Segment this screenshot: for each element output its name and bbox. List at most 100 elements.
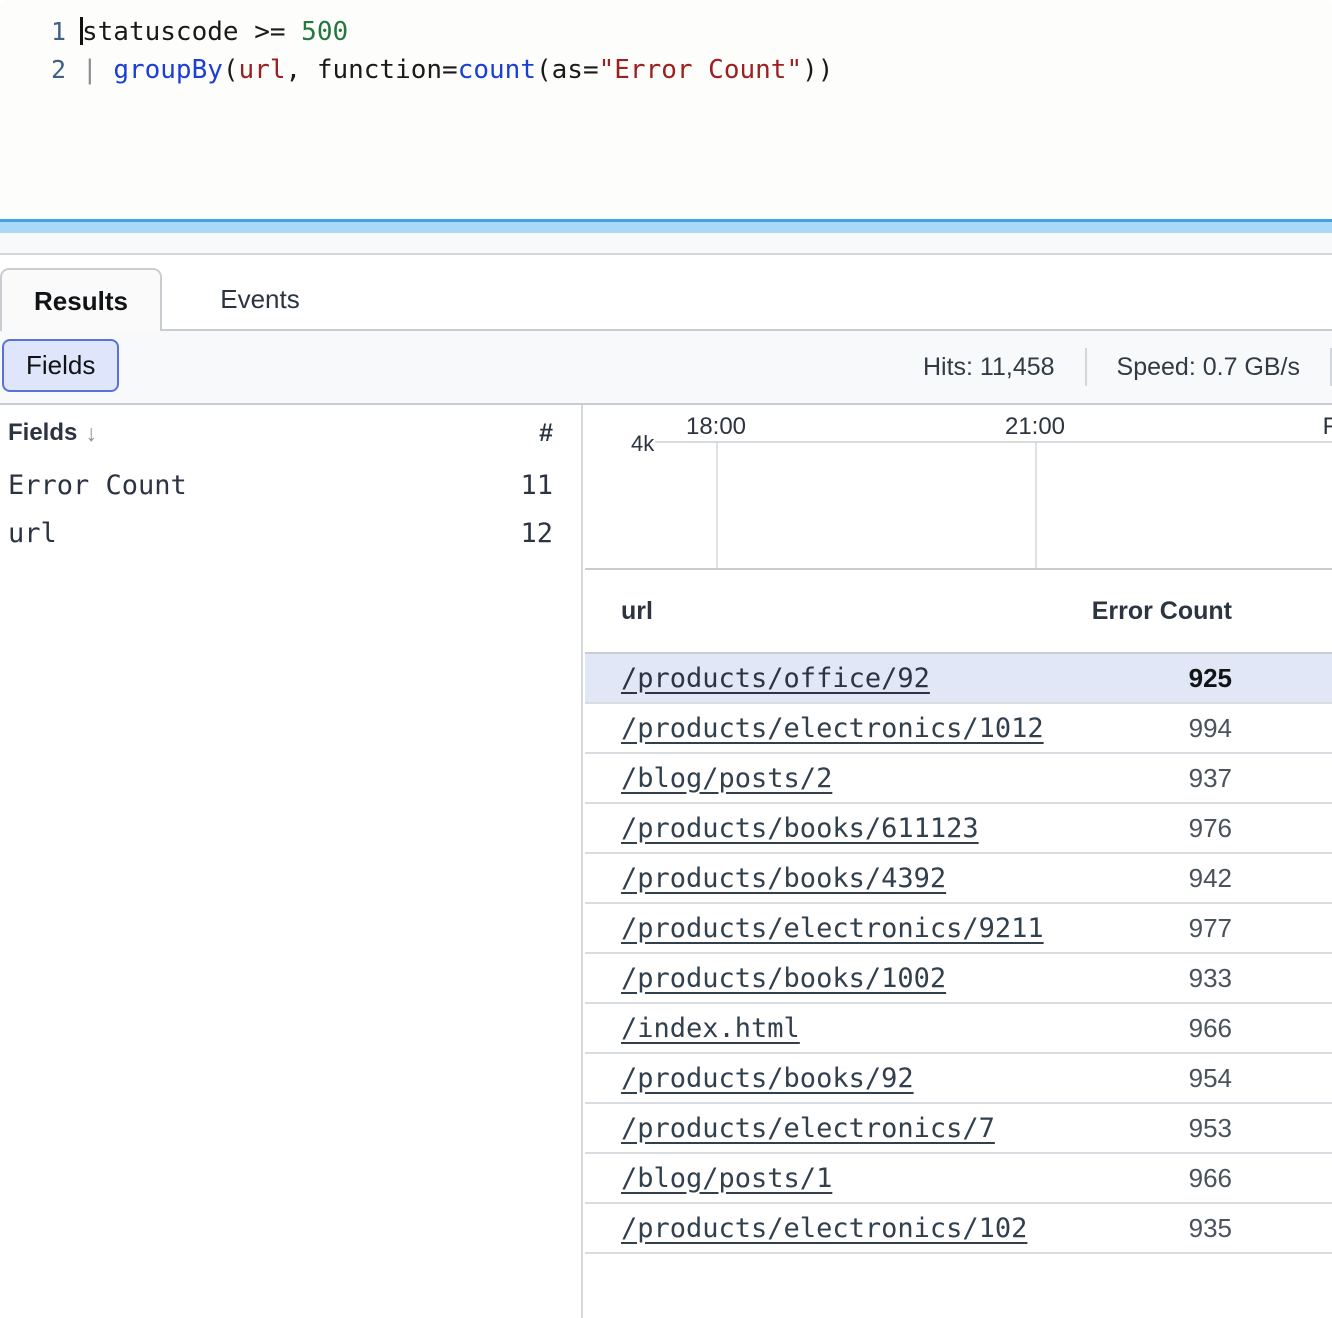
code-token-plain: )) bbox=[802, 55, 834, 85]
table-row[interactable]: /products/electronics/9211 977 bbox=[585, 904, 1332, 954]
field-list-item[interactable]: Error Count 11 bbox=[0, 461, 581, 509]
fields-list: Error Count 11 url 12 bbox=[0, 461, 581, 557]
field-list-item[interactable]: url 12 bbox=[0, 509, 581, 557]
sort-arrow-down-icon[interactable]: ↓ bbox=[85, 419, 97, 446]
query-line-code[interactable]: | groupBy(url, function=count(as="Error … bbox=[82, 52, 833, 89]
results-table: url Error Count /products/office/92 925/p… bbox=[585, 570, 1332, 1254]
results-tabbar: Results Events bbox=[0, 268, 1332, 333]
timeline-chart[interactable]: 4k 18:00 21:00 F bbox=[585, 405, 1332, 570]
chart-x-tick-label: 18:00 bbox=[685, 413, 747, 440]
code-token-plain: ( bbox=[222, 55, 239, 85]
fields-panel-header: Fields ↓ # bbox=[0, 405, 581, 461]
column-header-error-count[interactable]: Error Count bbox=[1091, 596, 1232, 625]
cell-url-link[interactable]: /products/books/4392 bbox=[621, 862, 947, 894]
results-right-panel: 4k 18:00 21:00 F url Error Count /products… bbox=[585, 405, 1332, 1318]
results-table-header: url Error Count bbox=[585, 570, 1332, 654]
query-editor[interactable]: 1 statuscode >= 500 2 | groupBy(url, functi… bbox=[0, 0, 1332, 222]
chart-x-tick-label: F bbox=[1323, 413, 1332, 441]
tab-events-label: Events bbox=[220, 284, 300, 314]
text-cursor-caret bbox=[80, 17, 83, 45]
query-line[interactable]: 1 statuscode >= 500 bbox=[0, 13, 1332, 51]
table-row[interactable]: /blog/posts/1 966 bbox=[585, 1154, 1332, 1204]
fields-header-count-column: # bbox=[539, 418, 553, 447]
stats-divider-2 bbox=[1330, 348, 1332, 386]
cell-error-count: 925 bbox=[1188, 662, 1232, 693]
chart-y-axis-label: 4k bbox=[631, 431, 655, 456]
code-token-plain bbox=[286, 17, 302, 47]
field-count: 11 bbox=[520, 469, 553, 501]
fields-panel: Fields ↓ # Error Count 11 url 12 bbox=[0, 405, 583, 1318]
cell-error-count: 933 bbox=[1188, 962, 1232, 993]
code-token-plain bbox=[239, 17, 255, 47]
editor-focus-glow bbox=[0, 222, 1332, 233]
cell-error-count: 942 bbox=[1188, 862, 1232, 893]
table-row[interactable]: /blog/posts/2 937 bbox=[585, 754, 1332, 804]
cell-error-count: 966 bbox=[1188, 1162, 1232, 1193]
chart-vertical-gridline bbox=[716, 443, 718, 568]
cell-error-count: 966 bbox=[1188, 1012, 1232, 1043]
cell-url-link[interactable]: /products/electronics/1012 bbox=[621, 712, 1044, 744]
fields-toggle-button[interactable]: Fields bbox=[2, 339, 120, 392]
query-stats: Hits: 11,458 Speed: 0.7 GB/s bbox=[893, 331, 1332, 403]
cell-error-count: 937 bbox=[1188, 762, 1232, 793]
code-token-num: 500 bbox=[301, 17, 349, 47]
table-row[interactable]: /products/books/4392 942 bbox=[585, 854, 1332, 904]
chart-horizontal-gridline bbox=[655, 441, 1332, 443]
field-count: 12 bbox=[520, 517, 553, 549]
cell-error-count: 954 bbox=[1188, 1062, 1232, 1093]
tab-results-label: Results bbox=[34, 286, 128, 316]
cell-url-link[interactable]: /products/books/92 bbox=[621, 1062, 914, 1094]
chart-x-tick-label: 21:00 bbox=[1004, 413, 1066, 440]
code-token-pipe: | bbox=[82, 55, 98, 85]
cell-error-count: 994 bbox=[1188, 712, 1232, 743]
code-token-fn: groupBy bbox=[113, 55, 223, 85]
results-table-body: /products/office/92 925/products/electron… bbox=[585, 654, 1332, 1254]
chart-vertical-gridline bbox=[1035, 443, 1037, 568]
line-number: 2 bbox=[50, 55, 66, 84]
cell-url-link[interactable]: /index.html bbox=[621, 1012, 800, 1044]
code-token-plain bbox=[98, 55, 114, 85]
fields-header-title: Fields bbox=[8, 419, 78, 446]
cell-url-link[interactable]: /products/books/611123 bbox=[621, 812, 979, 844]
results-toolbar: Fields Hits: 11,458 Speed: 0.7 GB/s bbox=[0, 331, 1332, 405]
editor-bottom-strip bbox=[0, 233, 1332, 255]
field-name: Error Count bbox=[8, 469, 187, 501]
table-row[interactable]: /products/office/92 925 bbox=[585, 654, 1332, 704]
stats-divider-1 bbox=[1084, 348, 1087, 386]
code-token-str: "Error Count" bbox=[598, 55, 803, 85]
tab-events[interactable]: Events bbox=[170, 268, 350, 331]
code-token-op: >= bbox=[254, 17, 286, 47]
table-row[interactable]: /products/books/92 954 bbox=[585, 1054, 1332, 1104]
stat-speed: Speed: 0.7 GB/s bbox=[1116, 352, 1300, 381]
field-name: url bbox=[8, 517, 57, 549]
table-row[interactable]: /products/electronics/1012 994 bbox=[585, 704, 1332, 754]
cell-url-link[interactable]: /products/office/92 bbox=[621, 662, 930, 694]
cell-url-link[interactable]: /products/electronics/102 bbox=[621, 1212, 1028, 1244]
code-token-plain: (as= bbox=[535, 55, 599, 85]
stat-hits: Hits: 11,458 bbox=[922, 352, 1055, 381]
code-token-fn: count bbox=[457, 55, 536, 85]
query-code-lines[interactable]: 1 statuscode >= 500 2 | groupBy(url, functi… bbox=[0, 0, 1332, 89]
query-line[interactable]: 2 | groupBy(url, function=count(as="Error… bbox=[0, 51, 1332, 89]
code-token-plain: statuscode bbox=[82, 17, 239, 47]
cell-error-count: 935 bbox=[1188, 1212, 1232, 1243]
code-token-field: url bbox=[238, 55, 286, 85]
table-row[interactable]: /products/electronics/102 935 bbox=[585, 1204, 1332, 1254]
cell-url-link[interactable]: /products/electronics/9211 bbox=[621, 912, 1044, 944]
query-line-code[interactable]: statuscode >= 500 bbox=[80, 14, 349, 51]
table-row[interactable]: /index.html 966 bbox=[585, 1004, 1332, 1054]
code-token-plain: , function= bbox=[285, 55, 458, 85]
tab-results[interactable]: Results bbox=[0, 268, 162, 333]
cell-url-link[interactable]: /blog/posts/2 bbox=[621, 762, 833, 794]
cell-error-count: 976 bbox=[1188, 812, 1232, 843]
line-number: 1 bbox=[50, 17, 66, 46]
cell-url-link[interactable]: /blog/posts/1 bbox=[621, 1162, 833, 1194]
table-row[interactable]: /products/books/1002 933 bbox=[585, 954, 1332, 1004]
column-header-url[interactable]: url bbox=[621, 596, 653, 625]
cell-url-link[interactable]: /products/books/1002 bbox=[621, 962, 947, 994]
cell-url-link[interactable]: /products/electronics/7 bbox=[621, 1112, 995, 1144]
cell-error-count: 977 bbox=[1188, 912, 1232, 943]
table-row[interactable]: /products/books/611123 976 bbox=[585, 804, 1332, 854]
